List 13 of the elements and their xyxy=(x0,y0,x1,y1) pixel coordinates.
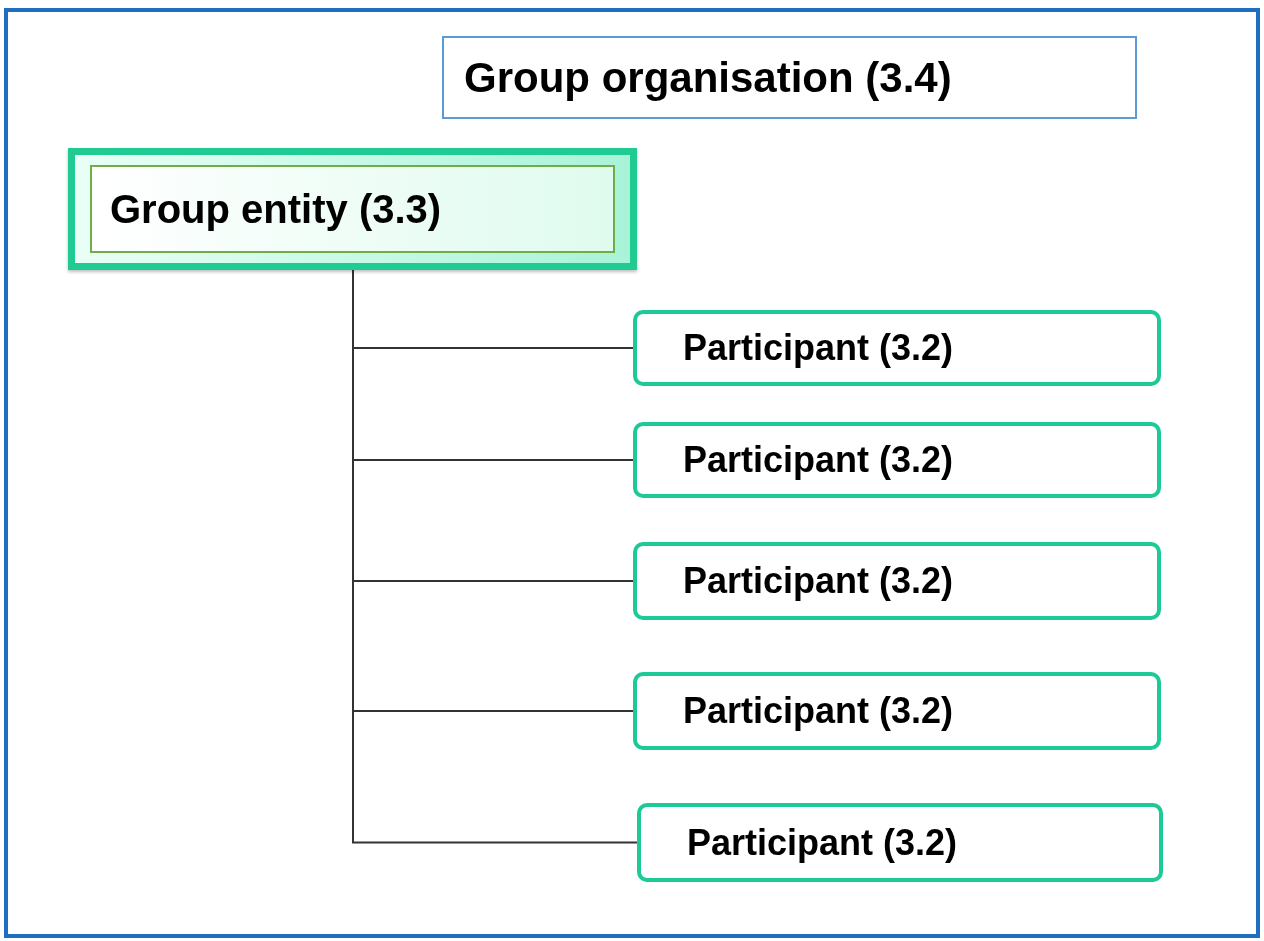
participant-box xyxy=(633,672,1161,750)
participant-label: Participant (3.2) xyxy=(683,560,954,602)
entity-box xyxy=(68,148,637,270)
participant-label: Participant (3.2) xyxy=(683,690,954,732)
participant-box xyxy=(633,310,1161,386)
participant-label: Participant (3.2) xyxy=(683,439,954,481)
participant-label: Participant (3.2) xyxy=(687,821,958,864)
participant-box xyxy=(633,422,1161,498)
title-box: Group organisation (3.4) xyxy=(442,36,1137,119)
participant-label: Participant (3.2) xyxy=(683,327,954,369)
participant-box xyxy=(637,803,1163,882)
participant-box xyxy=(633,542,1161,620)
entity-label: Group entity (3.3) xyxy=(90,165,615,253)
